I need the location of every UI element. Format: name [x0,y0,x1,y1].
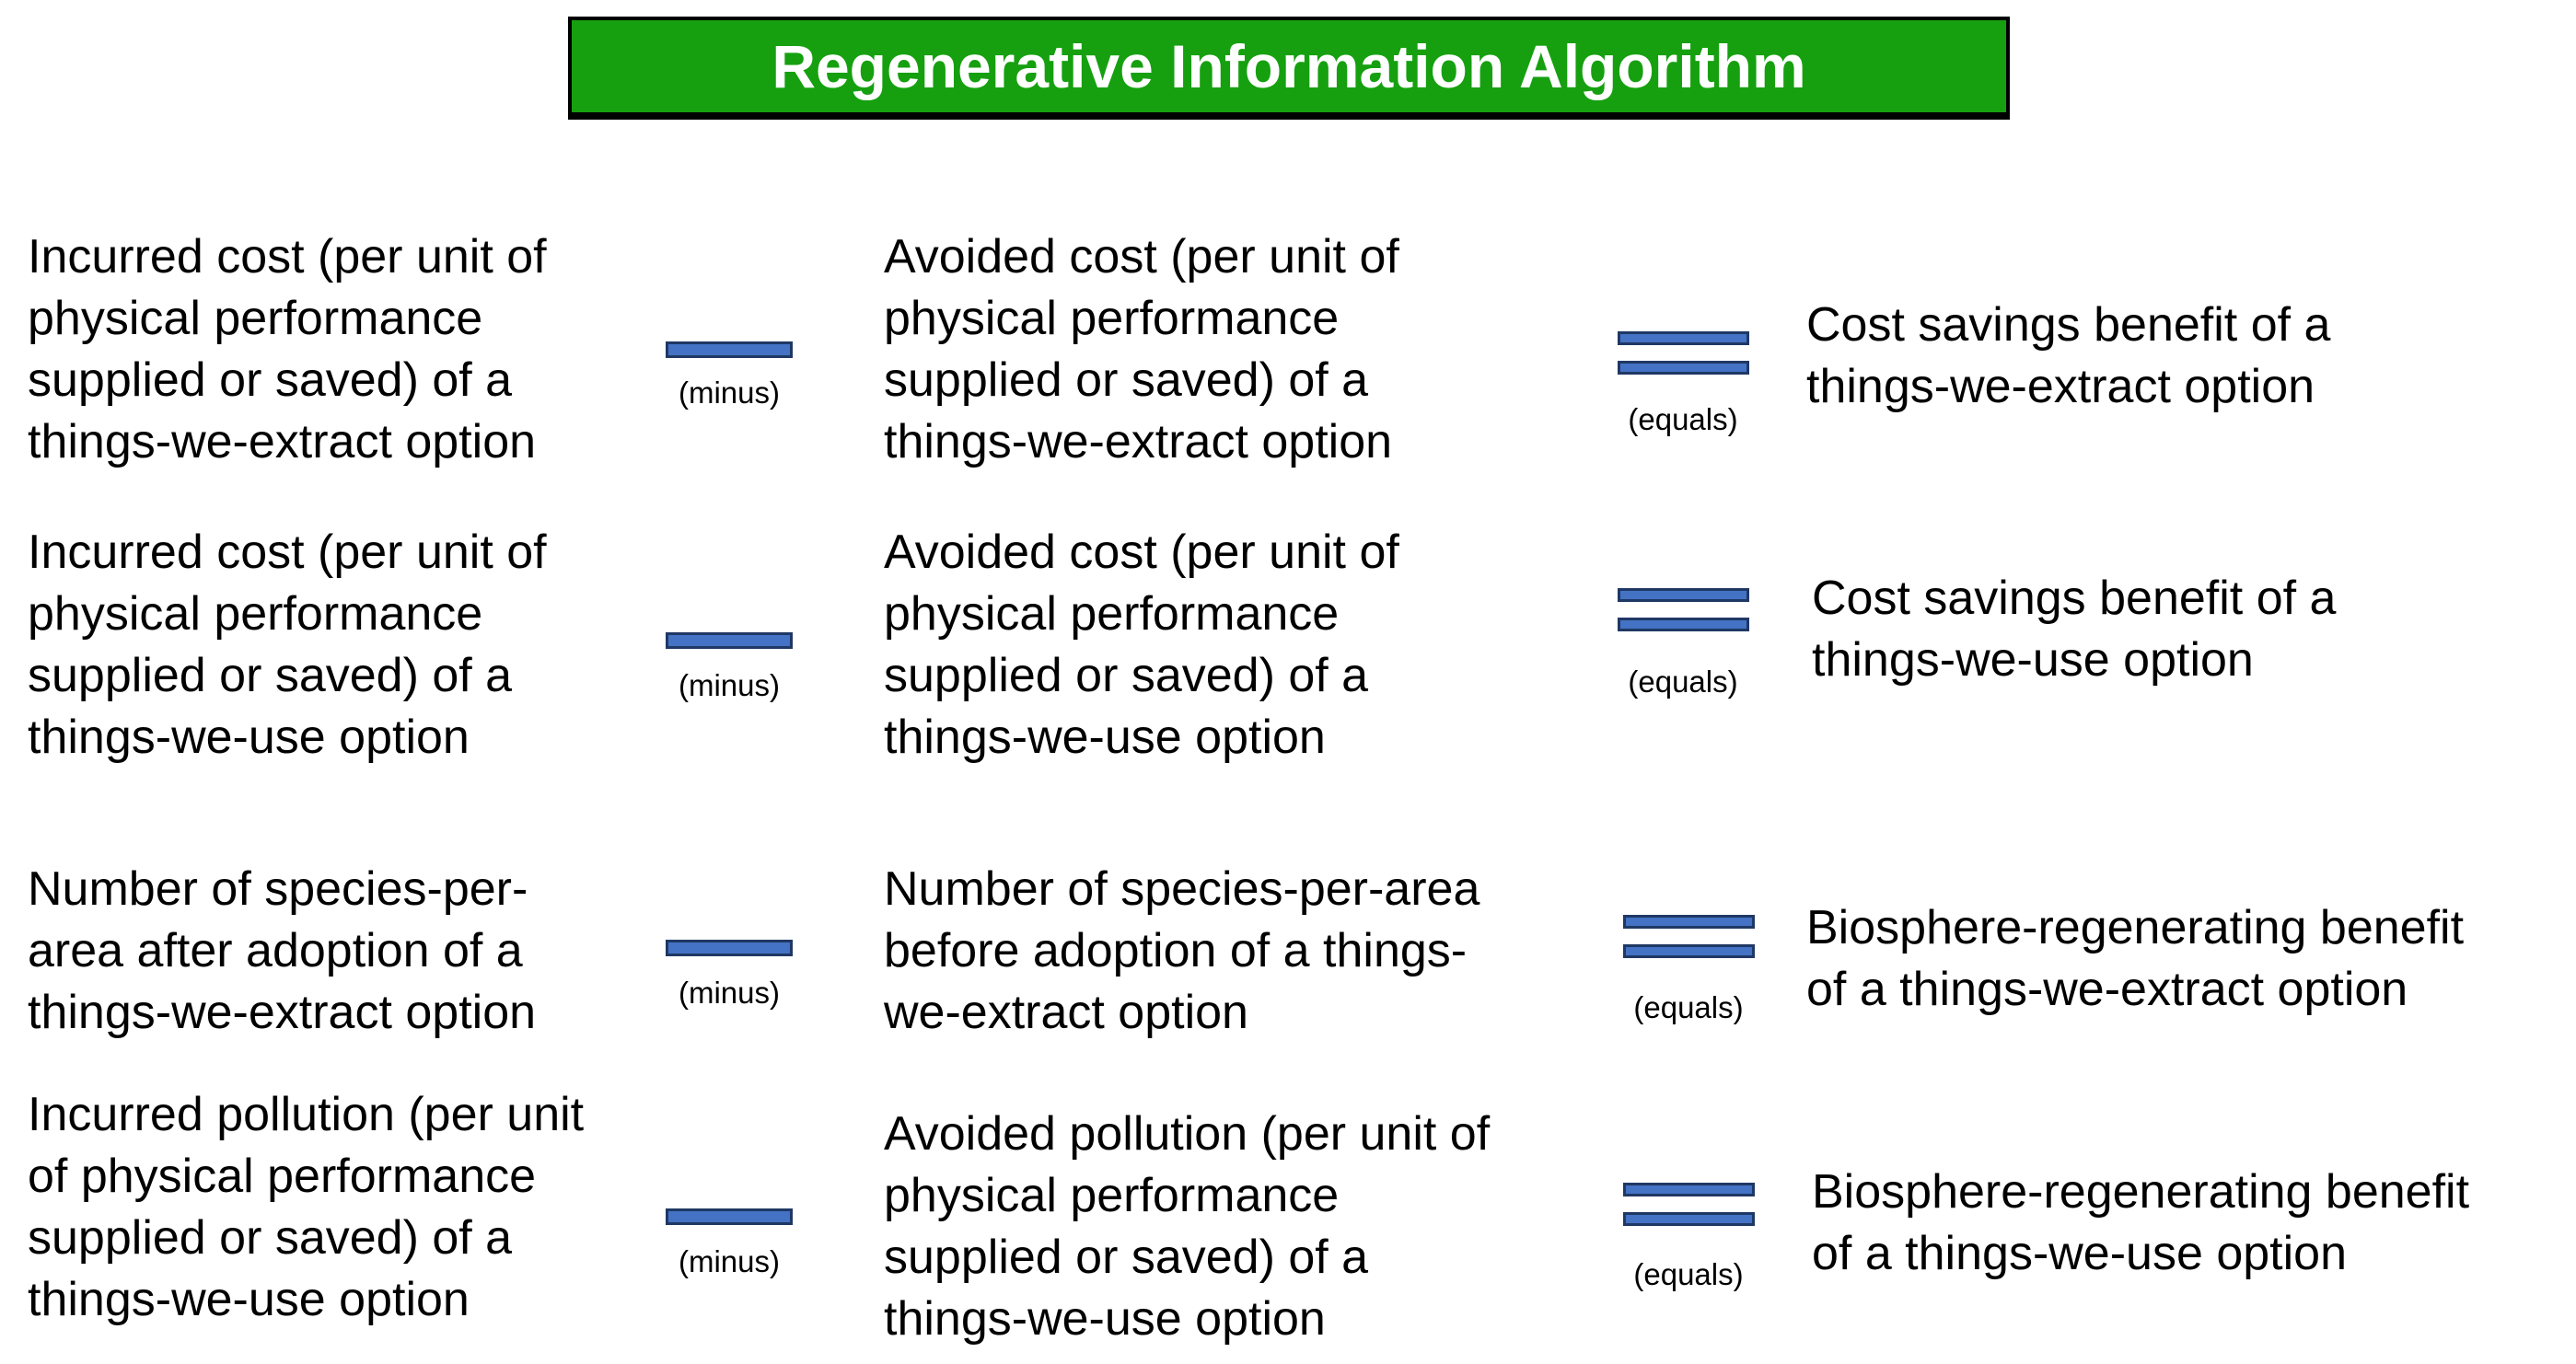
row4-minus-bar-icon [666,1208,793,1225]
row1-equals-label: (equals) [1628,402,1738,436]
row2-equals-bar-top-icon [1618,588,1749,602]
row4-result: Biosphere-regenerating benefit of a thin… [1812,1165,2470,1280]
row4-minus-label: (minus) [678,1244,780,1278]
row2-minus-bar-icon [666,632,793,649]
row1-minus-label: (minus) [678,376,780,410]
row3-minus-bar-icon [666,940,793,956]
row2-minus-label: (minus) [678,668,780,702]
row2-middle-operand: Avoided cost (per unit of physical perfo… [884,526,1399,764]
row3-left-operand: Number of species-per- area after adopti… [28,862,537,1039]
row4-middle-operand: Avoided pollution (per unit of physical … [884,1107,1491,1346]
row1-result: Cost savings benefit of a things-we-extr… [1806,298,2331,413]
row2-equals-label: (equals) [1628,665,1738,699]
row3-equals-bar-top-icon [1623,915,1755,929]
row1-equals-bar-top-icon [1618,331,1749,345]
row3-result: Biosphere-regenerating benefit of a thin… [1806,901,2465,1016]
row2-equals-bar-bottom-icon [1618,618,1749,631]
page-title: Regenerative Information Algorithm [772,32,1806,100]
title-banner: Regenerative Information Algorithm [568,17,2010,120]
row3-minus-label: (minus) [678,976,780,1010]
row4-equals-bar-top-icon [1623,1183,1755,1196]
row1-left-operand: Incurred cost (per unit of physical perf… [28,230,547,468]
row3-middle-operand: Number of species-per-area before adopti… [884,862,1480,1039]
row3-equals-label: (equals) [1633,990,1744,1024]
row4-equals-label: (equals) [1633,1257,1744,1291]
row2-left-operand: Incurred cost (per unit of physical perf… [28,526,547,764]
row3-equals-bar-bottom-icon [1623,944,1755,958]
row4-equals-bar-bottom-icon [1623,1212,1755,1226]
row4-left-operand: Incurred pollution (per unit of physical… [28,1088,585,1326]
row1-equals-bar-bottom-icon [1618,361,1749,375]
row2-result: Cost savings benefit of a things-we-use … [1812,572,2337,687]
row1-minus-bar-icon [666,341,793,358]
row1-middle-operand: Avoided cost (per unit of physical perfo… [884,230,1399,468]
